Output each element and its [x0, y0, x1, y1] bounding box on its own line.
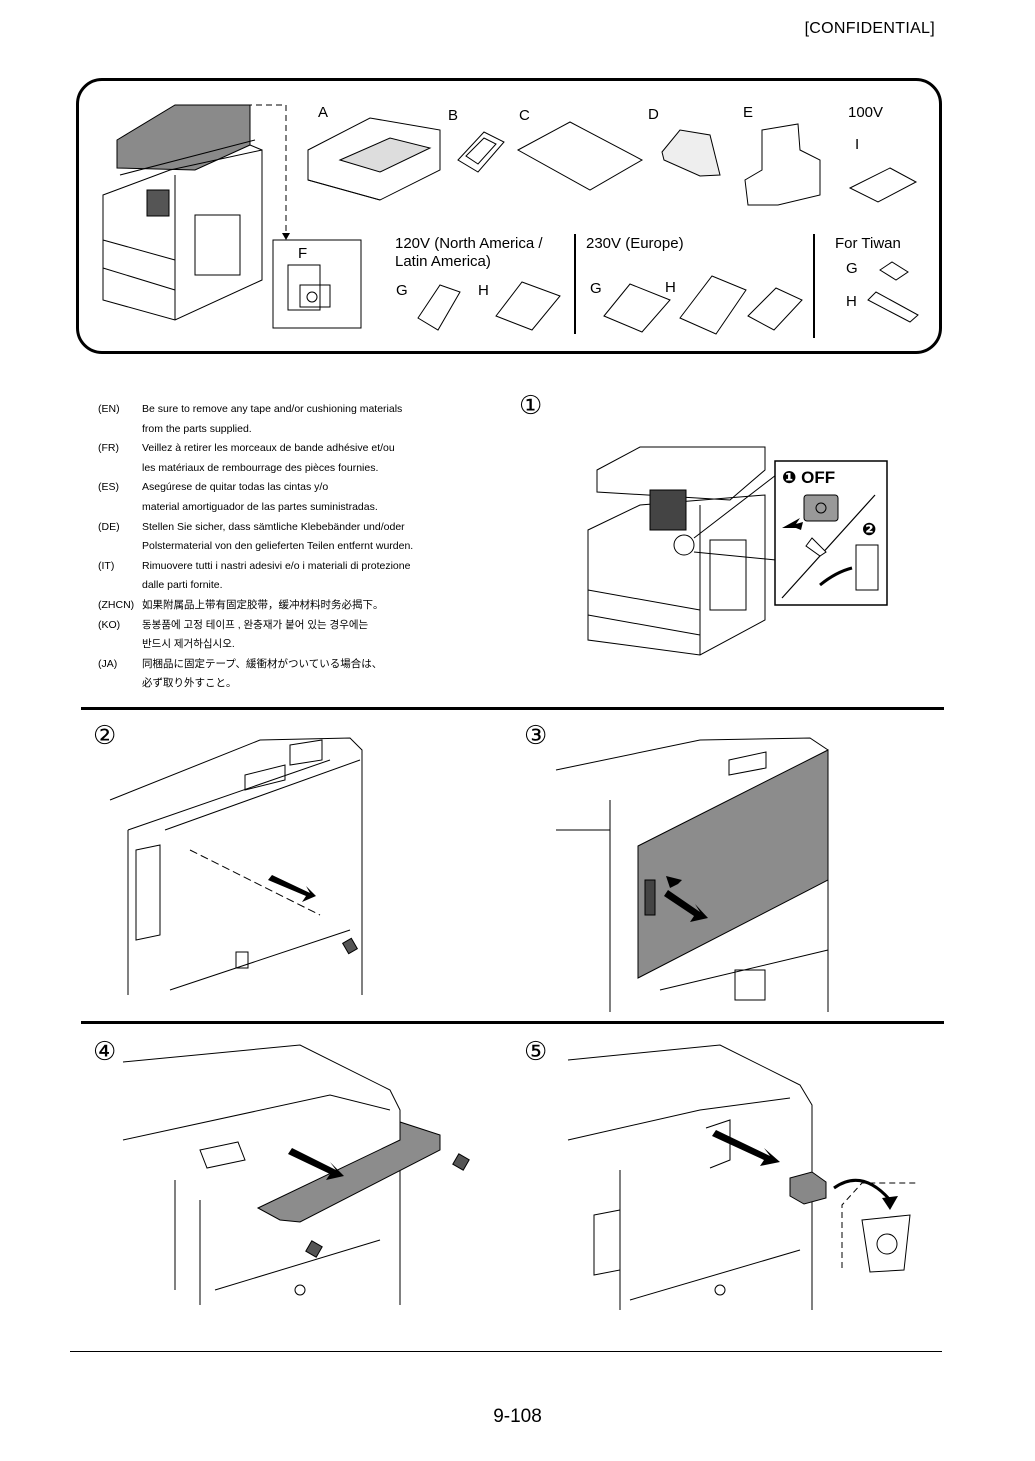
part-label-c: C	[519, 107, 530, 124]
part-label-eu-h: H	[665, 279, 676, 296]
step-3-number: ③	[524, 721, 548, 751]
note-fr: (FR)Veillez à retirer les morceaux de ba…	[98, 442, 395, 455]
step-5-illustration	[567, 1044, 916, 1310]
page-number: 9-108	[493, 1406, 542, 1427]
note-zhcn: (ZHCN)如果附属品上带有固定胶带，缓冲材料时务必揭下。	[98, 598, 384, 611]
parts-box	[76, 78, 942, 354]
region-title-north-america: 120V (North America /	[395, 235, 543, 252]
parts-illustrations	[102, 104, 919, 335]
part-label-na-g: G	[396, 282, 408, 299]
region-title-taiwan: For Tiwan	[835, 235, 901, 252]
step-1-number: ①	[519, 391, 543, 421]
note-de: (DE)Stellen Sie sicher, dass sämtliche K…	[98, 520, 405, 533]
region-title-europe: 230V (Europe)	[586, 235, 684, 252]
region-divider	[574, 234, 576, 334]
part-label-100v: 100V	[848, 104, 884, 121]
step-2-illustration	[109, 737, 363, 995]
step-5-number: ⑤	[524, 1037, 548, 1067]
note-ko: (KO)동봉품에 고정 테이프 , 완충재가 붙어 있는 경우에는	[98, 618, 369, 631]
note-it: (IT)Rimuovere tutti i nastri adesivi e/o…	[98, 559, 411, 572]
part-label-e: E	[743, 104, 754, 121]
step-1-illustration	[587, 446, 888, 656]
section-divider	[81, 707, 944, 710]
part-label-d: D	[648, 106, 659, 123]
step-3-illustration	[555, 737, 829, 1012]
confidential-label: [CONFIDENTIAL]	[804, 20, 935, 37]
power-off-label: ❶ OFF	[782, 468, 836, 487]
multilingual-notes: (EN)Be sure to remove any tape and/or cu…	[98, 400, 498, 694]
note-es: (ES)Asegúrese de quitar todas las cintas…	[98, 481, 329, 494]
section-divider	[81, 1021, 944, 1024]
step-4-illustration	[122, 1044, 470, 1305]
part-label-i: I	[855, 136, 860, 153]
region-title-north-america-2: Latin America)	[395, 253, 491, 270]
part-label-b: B	[448, 107, 459, 124]
part-label-tw-g: G	[846, 260, 858, 277]
part-label-tw-h: H	[846, 293, 857, 310]
region-divider	[813, 234, 815, 338]
step-4-number: ④	[93, 1037, 117, 1067]
part-label-na-h: H	[478, 282, 489, 299]
part-label-eu-g: G	[590, 280, 602, 297]
part-label-a: A	[318, 104, 329, 121]
note-ja: (JA)同梱品に固定テープ、緩衝材がついている場合は、	[98, 657, 383, 670]
note-en: (EN)Be sure to remove any tape and/or cu…	[98, 403, 403, 415]
unplug-marker: ❷	[862, 520, 877, 539]
footer-rule	[70, 1351, 942, 1352]
step-2-number: ②	[93, 721, 117, 751]
part-label-f: F	[298, 245, 308, 262]
